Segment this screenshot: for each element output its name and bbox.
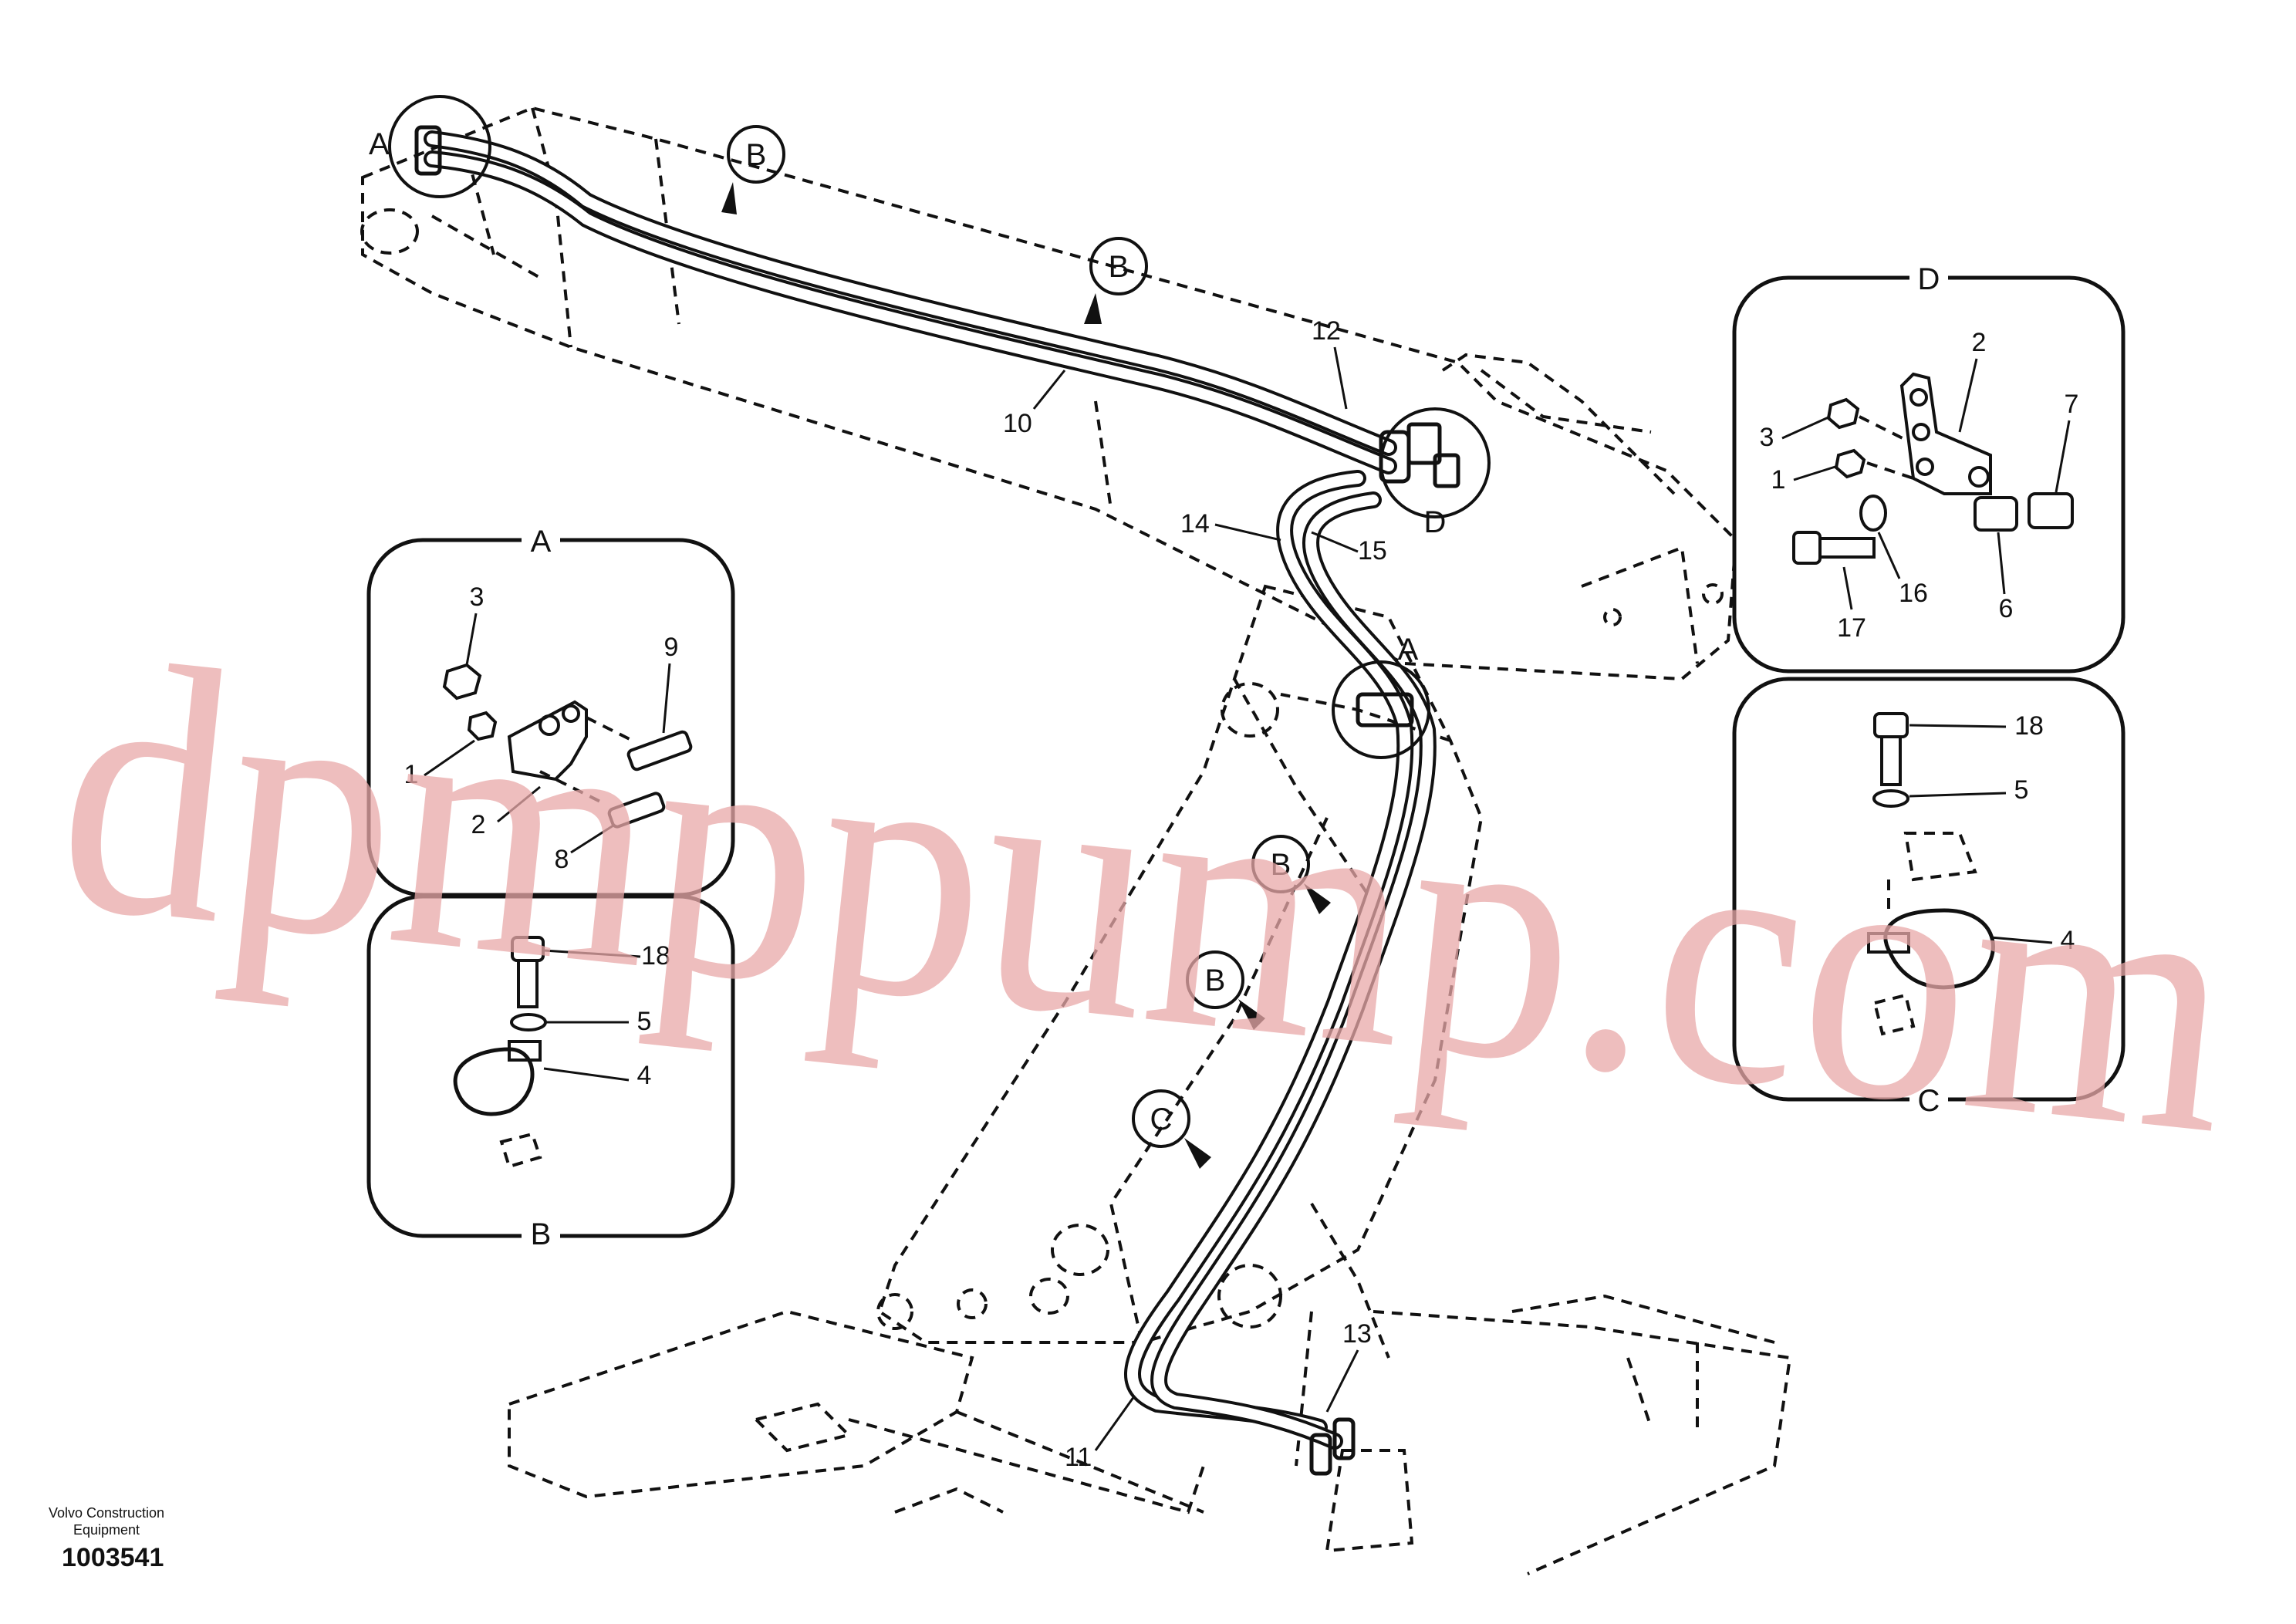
svg-text:16: 16 [1899, 579, 1928, 608]
svg-text:D: D [1918, 262, 1940, 296]
svg-text:B: B [1109, 250, 1129, 284]
callout-b4: B [1186, 950, 1265, 1030]
svg-text:1: 1 [404, 760, 419, 789]
svg-text:11: 11 [1065, 1443, 1092, 1472]
svg-text:14: 14 [1180, 509, 1210, 539]
svg-text:15: 15 [1358, 536, 1387, 566]
callout-b3: B [1251, 835, 1331, 914]
svg-text:2: 2 [1972, 328, 1987, 357]
svg-text:2: 2 [471, 810, 486, 839]
hose-14-15-11 [1124, 470, 1437, 1450]
callout-b2: B [1084, 237, 1148, 324]
svg-text:3: 3 [1760, 423, 1774, 452]
callout-b1: B [721, 125, 785, 214]
pipe-fittings [414, 125, 1460, 1553]
detail-markers [388, 95, 1491, 759]
svg-text:B: B [746, 138, 767, 172]
svg-text:A: A [369, 127, 390, 161]
svg-text:A: A [531, 525, 552, 559]
svg-text:7: 7 [2065, 390, 2079, 419]
svg-text:B: B [1271, 848, 1292, 882]
svg-text:C: C [1918, 1084, 1940, 1118]
svg-text:3: 3 [470, 582, 485, 612]
svg-text:18: 18 [2014, 711, 2044, 741]
detail-panel-a: A 3 1 9 2 8 [366, 525, 735, 897]
svg-text:13: 13 [1342, 1319, 1372, 1349]
svg-text:10: 10 [1003, 409, 1032, 438]
svg-text:8: 8 [555, 845, 569, 874]
svg-text:A: A [1398, 633, 1419, 667]
svg-text:B: B [1205, 964, 1226, 998]
svg-text:D: D [1424, 505, 1447, 539]
svg-text:17: 17 [1837, 613, 1866, 643]
detail-panel-c: C 18 5 4 [1732, 677, 2125, 1118]
svg-text:5: 5 [637, 1007, 652, 1036]
svg-text:5: 5 [2014, 775, 2029, 805]
svg-text:4: 4 [2061, 926, 2075, 955]
detail-panel-d: D 2 3 1 7 6 16 17 [1732, 262, 2125, 674]
svg-text:B: B [531, 1217, 552, 1251]
svg-text:9: 9 [664, 633, 679, 662]
part-label-15: 15 [1311, 531, 1387, 566]
callout-a-mid: A [1398, 633, 1419, 667]
part-label-12: 12 [1312, 316, 1348, 410]
base-outline [508, 1294, 1792, 1575]
callout-d: D [1424, 505, 1447, 539]
part-label-11: 11 [1065, 1396, 1136, 1472]
pipe-10-12 [424, 130, 1397, 474]
part-label-13: 13 [1325, 1319, 1372, 1413]
company-line-1: Volvo Construction [48, 1505, 165, 1521]
svg-text:12: 12 [1312, 316, 1341, 346]
svg-text:4: 4 [637, 1061, 652, 1090]
callout-a-top: A [369, 127, 390, 161]
callout-c: C [1132, 1089, 1211, 1169]
svg-text:18: 18 [641, 941, 670, 971]
company-caption: Volvo Construction Equipment [29, 1504, 184, 1538]
part-label-10: 10 [1003, 370, 1066, 438]
svg-text:1: 1 [1771, 465, 1786, 495]
part-label-14: 14 [1180, 509, 1281, 542]
detail-panel-b: B 18 5 4 [366, 894, 735, 1251]
drawing-number: 1003541 [62, 1543, 164, 1572]
svg-text:C: C [1150, 1102, 1173, 1136]
company-line-2: Equipment [73, 1522, 140, 1538]
svg-text:6: 6 [1999, 594, 2014, 623]
